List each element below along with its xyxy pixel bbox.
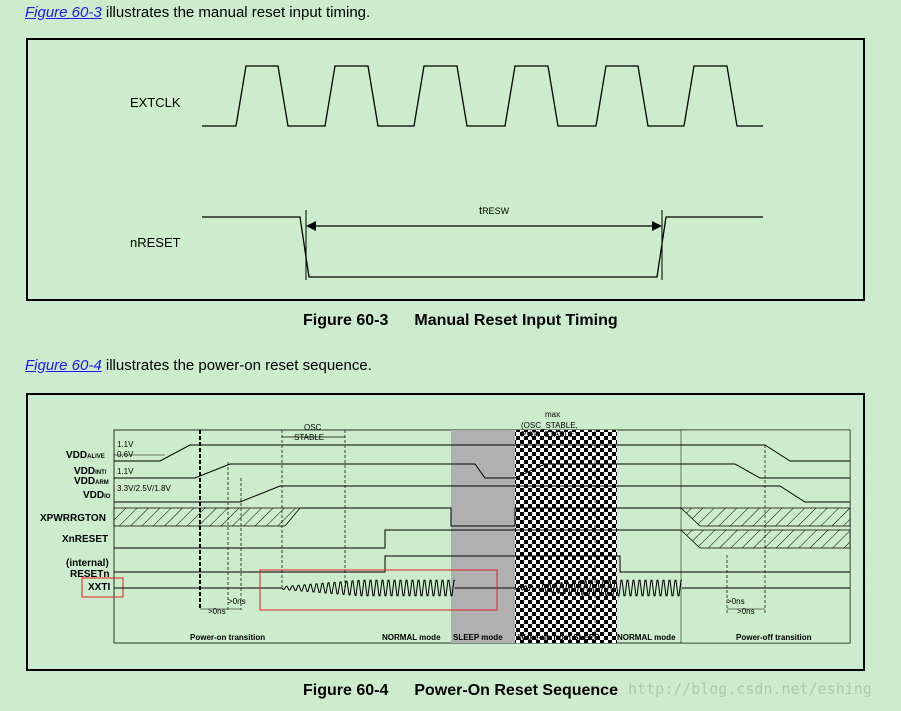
intro-paragraph-1: Figure 60-3 illustrates the manual reset… [25, 4, 370, 21]
figure-60-3-caption: Figure 60-3 Manual Reset Input Timing [303, 312, 618, 330]
figure-60-3-link[interactable]: Figure 60-3 [25, 4, 102, 21]
figure-60-4-box [26, 393, 865, 671]
intro-paragraph-2: Figure 60-4 illustrates the power-on res… [25, 357, 372, 374]
caption-number-60-3: Figure 60-3 [303, 312, 389, 329]
caption-title-60-4: Power-On Reset Sequence [414, 682, 618, 699]
caption-title-60-3: Manual Reset Input Timing [414, 312, 618, 329]
intro-text-1: illustrates the manual reset input timin… [101, 4, 371, 21]
watermark: http://blog.csdn.net/eshing [628, 680, 872, 698]
intro-text-2: illustrates the power-on reset sequence. [101, 357, 372, 374]
caption-number-60-4: Figure 60-4 [303, 682, 389, 699]
figure-60-4-link[interactable]: Figure 60-4 [25, 357, 102, 374]
figure-60-4-caption: Figure 60-4 Power-On Reset Sequence [303, 682, 618, 700]
figure-60-3-box [26, 38, 865, 301]
